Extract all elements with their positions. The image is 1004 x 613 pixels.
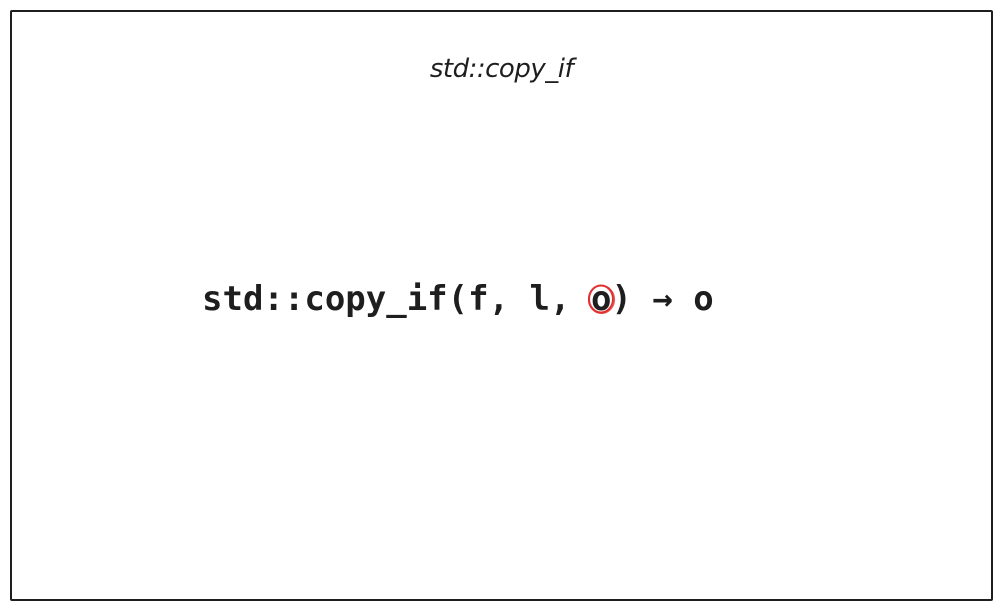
signature-prefix: std::copy_if(f, l, xyxy=(202,279,591,319)
highlighted-param: o xyxy=(590,279,612,319)
signature-suffix: ) → o xyxy=(611,279,714,319)
diagram-frame: std::copy_if std::copy_if(f, l, o ) → o xyxy=(10,10,993,601)
function-signature: std::copy_if(f, l, o ) → o xyxy=(202,282,714,316)
diagram-title: std::copy_if xyxy=(429,54,574,84)
highlighted-param-group: o xyxy=(587,279,616,319)
